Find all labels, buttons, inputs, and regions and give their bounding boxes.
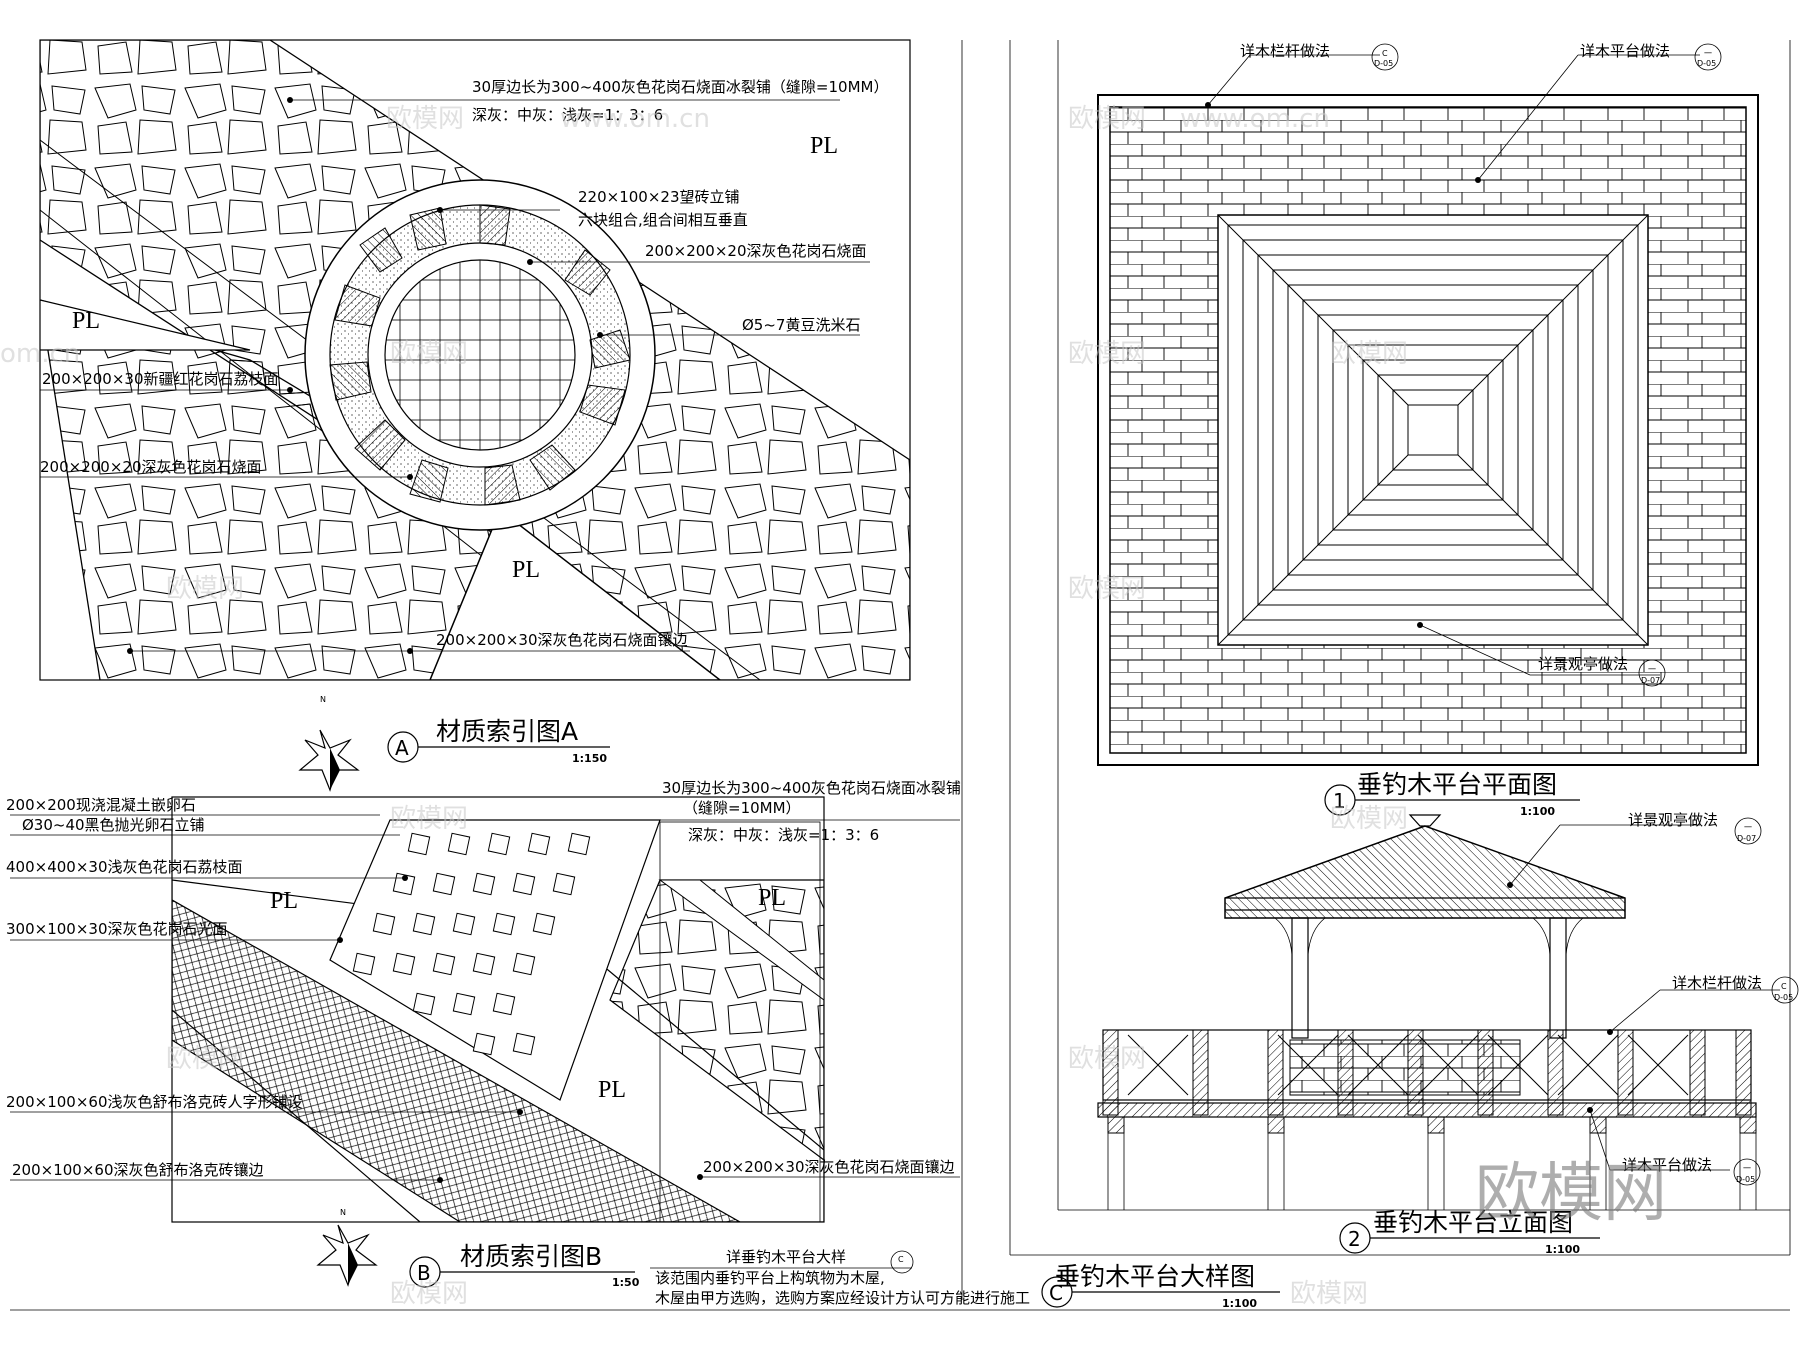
plan-number: 1 xyxy=(1333,789,1346,813)
panel-a-labels: 30厚边长为300~400灰色花岗石烧面冰裂铺（缝隙=10MM） 深灰：中灰：浅… xyxy=(40,78,888,649)
plan-labels: 详木栏杆做法 C D-05 详木平台做法 一 D-05 详景观亭做法 一 D-0… xyxy=(1240,42,1722,687)
watermark-8: 欧模网 xyxy=(1330,339,1408,369)
scale-a: 1:150 xyxy=(572,752,607,765)
title-a: 材质索引图A xyxy=(436,717,578,746)
marker-b: B xyxy=(417,1261,431,1285)
label-b-1: 200×200现浇混凝土嵌卵石 xyxy=(6,796,196,814)
label-b-7: 300×100×30深灰色花岗石光面 xyxy=(6,920,228,938)
elev-ref-platform: 详木平台做法 xyxy=(1622,1156,1712,1174)
elev-title: 垂钓木平台立面图 xyxy=(1373,1208,1573,1237)
panel-b-drawing xyxy=(10,796,960,1223)
plan-sym-sub-pavilion: D-07 xyxy=(1641,676,1660,685)
label-b-3: 30厚边长为300~400灰色花岗石烧面冰裂铺 xyxy=(662,779,961,797)
elev-sym-sub-rail: D-05 xyxy=(1774,993,1793,1002)
label-a-1: 30厚边长为300~400灰色花岗石烧面冰裂铺（缝隙=10MM） xyxy=(472,78,888,96)
watermark-9: 欧模网 xyxy=(166,574,244,604)
elev-sym-sub-platform: D-05 xyxy=(1736,1175,1755,1184)
watermark-12: 欧模网 xyxy=(1330,804,1408,834)
title-b: 材质索引图B xyxy=(460,1242,602,1271)
label-a-4: 六块组合,组合间相互垂直 xyxy=(578,211,748,229)
note-ref: 详垂钓木平台大样 xyxy=(726,1248,846,1266)
construction-note: 详垂钓木平台大样 C 该范围内垂钓平台上构筑物为木屋, 木屋由甲方选购，选购方案… xyxy=(650,1248,1030,1307)
label-b-6: 400×400×30浅灰色花岗石荔枝面 xyxy=(6,858,243,876)
plan-ref-platform: 详木平台做法 xyxy=(1580,42,1670,60)
north-arrow-a: N xyxy=(298,695,360,792)
label-a-2: 深灰：中灰：浅灰=1：3：6 xyxy=(472,106,663,124)
watermark-7: 欧模网 xyxy=(1068,339,1146,369)
plan-sym-rail: C xyxy=(1382,49,1388,58)
north-label-a: N xyxy=(320,695,326,704)
north-arrow-b: N xyxy=(316,1208,378,1287)
watermark-3: 欧模网 xyxy=(386,104,464,134)
label-a-7: 200×200×30新疆红花岗石荔枝面 xyxy=(42,370,279,388)
label-b-10: 200×200×30深灰色花岗石烧面镶边 xyxy=(703,1158,955,1176)
plan-sym-platform: 一 xyxy=(1704,49,1712,58)
label-b-8: 200×100×60浅灰色舒布洛克砖人字形铺设 xyxy=(6,1093,303,1111)
pl-b-1: PL xyxy=(270,888,298,914)
panel-a-drawing xyxy=(39,39,911,681)
plan-sym-sub-rail: D-05 xyxy=(1374,59,1393,68)
watermark-2: www.om.cn xyxy=(1180,104,1330,134)
label-b-5: 深灰：中灰：浅灰=1：3：6 xyxy=(688,826,879,844)
sheet-marker: C xyxy=(1049,1281,1063,1305)
watermark-4: www.om.cn xyxy=(560,104,710,134)
elev-ref-rail: 详木栏杆做法 xyxy=(1672,974,1762,992)
north-label-b: N xyxy=(340,1208,346,1217)
platform-elevation xyxy=(1097,814,1780,1210)
caption-b: B 材质索引图B 1:50 xyxy=(409,1242,640,1289)
watermark-11: 欧模网 xyxy=(390,804,468,834)
caption-a: A 材质索引图A 1:150 xyxy=(387,717,610,765)
elevation-labels: 详景观亭做法 一 D-07 详木栏杆做法 C D-05 详木平台做法 一 D-0… xyxy=(1622,811,1799,1186)
elev-ref-pavilion: 详景观亭做法 xyxy=(1628,811,1718,829)
watermark-5: om.cn xyxy=(0,339,80,369)
watermark-14: 欧模网 xyxy=(1068,1044,1146,1074)
plan-ref-pavilion: 详景观亭做法 xyxy=(1538,655,1628,673)
sheet-title: 垂钓木平台大样图 xyxy=(1055,1262,1255,1291)
plan-title: 垂钓木平台平面图 xyxy=(1357,770,1557,799)
note-line-2: 木屋由甲方选购，选购方案应经设计方认可方能进行施工 xyxy=(655,1289,1030,1307)
pl-a-2: PL xyxy=(72,308,100,334)
label-b-4: （缝隙=10MM） xyxy=(683,799,801,817)
marker-a: A xyxy=(395,736,409,760)
watermark-15: 欧模网 xyxy=(390,1279,468,1309)
label-a-8: 200×200×20深灰色花岗石烧面 xyxy=(40,458,262,476)
label-a-9: 200×200×30深灰色花岗石烧面镶边 xyxy=(436,631,688,649)
label-a-5: 200×200×20深灰色花岗石烧面 xyxy=(645,242,867,260)
elev-sym-rail: C xyxy=(1781,982,1787,991)
pl-b-3: PL xyxy=(598,1077,626,1103)
elev-scale: 1:100 xyxy=(1545,1243,1580,1256)
plan-ref-rail: 详木栏杆做法 xyxy=(1240,42,1330,60)
pl-b-2: PL xyxy=(758,885,786,911)
plan-scale: 1:100 xyxy=(1520,805,1555,818)
pl-a-1: PL xyxy=(810,133,838,159)
note-line-1: 该范围内垂钓平台上构筑物为木屋, xyxy=(655,1269,885,1287)
label-b-9: 200×100×60深灰色舒布洛克砖镶边 xyxy=(12,1161,264,1179)
scale-b: 1:50 xyxy=(612,1276,640,1289)
elev-sym-pavilion: 一 xyxy=(1744,823,1752,832)
label-a-3: 220×100×23望砖立铺 xyxy=(578,188,740,206)
elev-sym-sub-pavilion: D-07 xyxy=(1737,834,1756,843)
brand-watermark: 欧模网 xyxy=(1475,1157,1667,1231)
panel-b-labels: 200×200现浇混凝土嵌卵石 Ø30~40黑色抛光卵石立铺 30厚边长为300… xyxy=(6,779,961,1179)
elevation-caption: 2 垂钓木平台立面图 1:100 xyxy=(1339,1208,1600,1256)
plan-sym-pavilion: 一 xyxy=(1648,665,1656,674)
elev-sym-platform: 一 xyxy=(1743,1164,1751,1173)
watermark-6: 欧模网 xyxy=(390,339,468,369)
watermark-13: 欧模网 xyxy=(166,1044,244,1074)
plan-caption: 1 垂钓木平台平面图 1:100 xyxy=(1324,770,1580,818)
watermarks: 欧模网 www.om.cn 欧模网 www.om.cn om.cn 欧模网 欧模… xyxy=(0,104,1667,1309)
plan-sym-sub-platform: D-05 xyxy=(1697,59,1716,68)
label-a-6: Ø5~7黄豆洗米石 xyxy=(742,316,860,334)
note-ref-symbol: C xyxy=(898,1255,904,1264)
platform-plan xyxy=(1097,54,1759,766)
watermark-16: 欧模网 xyxy=(1290,1279,1368,1309)
watermark-10: 欧模网 xyxy=(1068,574,1146,604)
sheet-scale: 1:100 xyxy=(1222,1297,1257,1310)
sheet-caption: C 垂钓木平台大样图 1:100 xyxy=(1041,1262,1280,1310)
watermark-1: 欧模网 xyxy=(1068,104,1146,134)
pl-a-3: PL xyxy=(512,557,540,583)
label-b-2: Ø30~40黑色抛光卵石立铺 xyxy=(22,816,205,834)
elev-number: 2 xyxy=(1348,1227,1361,1251)
